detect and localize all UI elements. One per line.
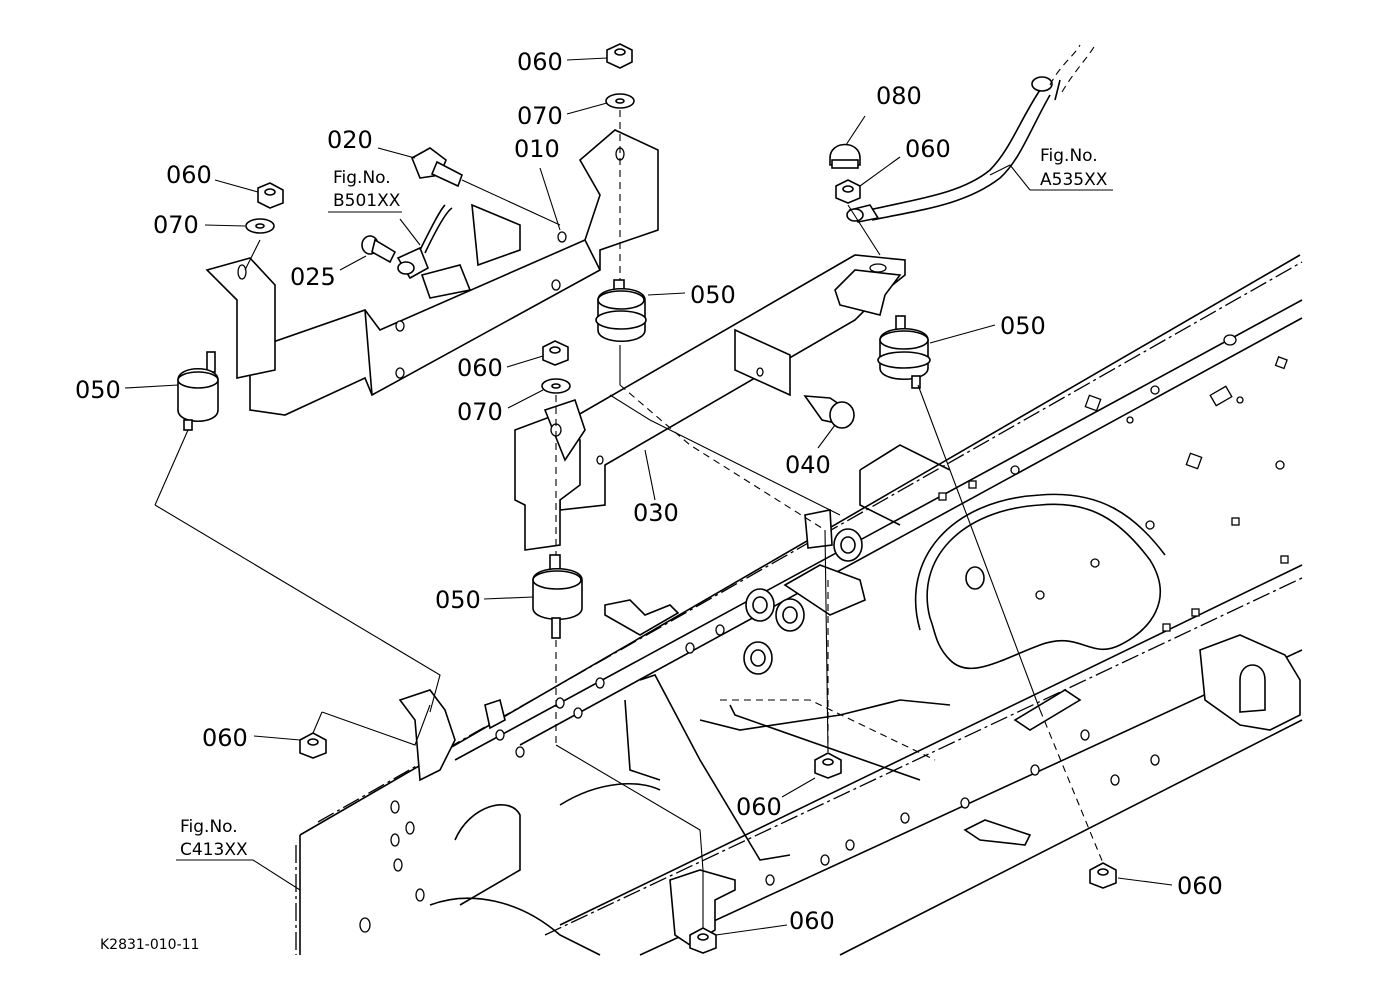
callout-060: 060 xyxy=(202,724,248,752)
callout-060: 060 xyxy=(905,135,951,163)
callout-050: 050 xyxy=(1000,312,1046,340)
callout-060: 060 xyxy=(736,793,782,821)
callout-060: 060 xyxy=(166,161,212,189)
fig-ref-number: A535XX xyxy=(1040,170,1108,190)
nut-060-lower-right xyxy=(1089,862,1117,889)
callout-010: 010 xyxy=(514,135,560,163)
leader-lines xyxy=(124,57,1173,936)
fig-ref-label: Fig.No. xyxy=(1040,146,1098,166)
cap-nut-080 xyxy=(829,143,861,169)
callout-070: 070 xyxy=(153,211,199,239)
callout-025: 025 xyxy=(290,263,336,291)
nut-icon xyxy=(745,588,775,622)
drawing-code: K2831-010-11 xyxy=(100,937,199,953)
nut-icon xyxy=(833,528,863,562)
callout-020: 020 xyxy=(327,126,373,154)
bracket-030 xyxy=(514,254,906,551)
callout-050: 050 xyxy=(690,281,736,309)
nut-060-mid xyxy=(542,340,569,366)
frame-square-holes xyxy=(938,356,1289,632)
nut-icon xyxy=(743,641,773,675)
nut-icon xyxy=(965,566,985,590)
washer-070-top xyxy=(605,93,635,109)
frame-nuts xyxy=(743,528,985,675)
fig-ref-label: Fig.No. xyxy=(180,817,238,837)
callout-040: 040 xyxy=(785,451,831,479)
nut-060-top xyxy=(606,43,633,69)
mount-050-center xyxy=(595,279,647,342)
fig-ref-b501: Fig.No. B501XX xyxy=(328,168,402,213)
mount-050-right xyxy=(877,315,931,389)
mount-050-left xyxy=(177,351,219,431)
cable xyxy=(846,44,1096,223)
nut-060-right-top xyxy=(835,179,861,204)
callout-060: 060 xyxy=(517,48,563,76)
connector xyxy=(396,204,472,299)
callout-030: 030 xyxy=(633,499,679,527)
callout-060: 060 xyxy=(457,354,503,382)
nut-icon xyxy=(775,598,805,632)
callout-050: 050 xyxy=(435,586,481,614)
callout-060: 060 xyxy=(789,907,835,935)
nut-060-lower-left xyxy=(299,732,327,759)
washer-070-mid xyxy=(541,378,571,394)
callout-050: 050 xyxy=(75,376,121,404)
bolt-025 xyxy=(361,235,397,264)
mount-050-bottom xyxy=(532,554,583,639)
fig-ref-label: Fig.No. xyxy=(333,168,391,188)
main-frame xyxy=(295,254,1303,956)
callout-060: 060 xyxy=(1177,872,1223,900)
washer-070-left xyxy=(245,218,275,234)
fig-ref-number: C413XX xyxy=(180,840,248,860)
assembly-lines xyxy=(154,110,1104,928)
callout-070: 070 xyxy=(457,398,503,426)
nut-060-lower-mid xyxy=(814,752,842,779)
bolt-020 xyxy=(410,147,561,226)
callout-labels: 060 070 010 020 080 060 060 070 025 050 … xyxy=(75,48,1223,935)
callout-080: 080 xyxy=(876,82,922,110)
frame-holes xyxy=(359,334,1285,933)
callout-070: 070 xyxy=(517,102,563,130)
fig-ref-number: B501XX xyxy=(333,191,401,211)
fig-ref-c413: Fig.No. C413XX xyxy=(176,817,253,861)
nut-060-left xyxy=(257,182,284,209)
bracket-010 xyxy=(205,129,659,416)
bolt-040 xyxy=(803,395,855,429)
fig-ref-a535: Fig.No. A535XX xyxy=(1040,146,1108,190)
